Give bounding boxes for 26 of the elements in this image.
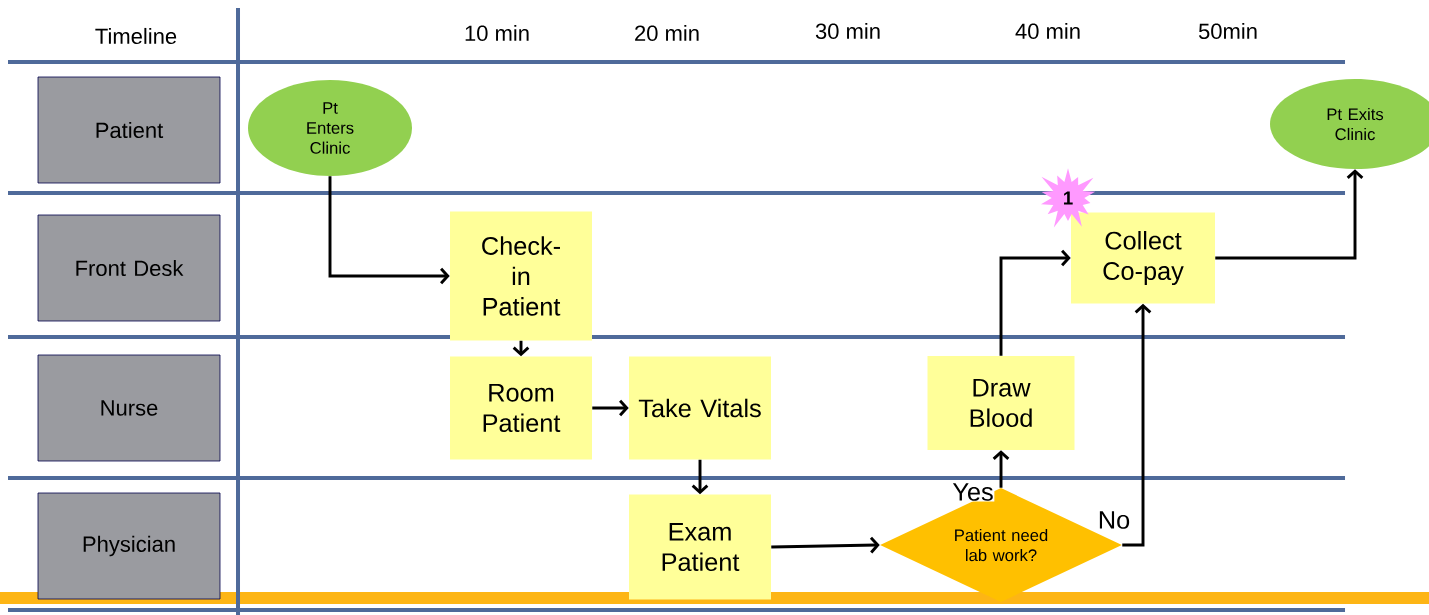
lane-header-box: Physician	[37, 492, 221, 600]
arrow	[691, 459, 709, 495]
arrow	[771, 536, 880, 554]
time-label: 50min	[1198, 22, 1257, 40]
arrow	[992, 450, 1010, 488]
lane-header-box: Patient	[37, 76, 221, 184]
lane-heading: Timeline	[95, 27, 177, 45]
process-box: Collect Co-pay	[1071, 212, 1215, 304]
arrow	[1215, 169, 1364, 260]
process-box: Exam Patient	[629, 494, 771, 600]
time-label: 10 min	[465, 24, 529, 42]
arrow	[999, 249, 1071, 356]
lane-header-box: Front Desk	[37, 214, 221, 322]
process-box: Check-in Patient	[450, 211, 592, 341]
process-box: Room Patient	[450, 356, 592, 460]
time-label: 30 min	[815, 22, 880, 40]
process-box: Take Vitals	[629, 356, 771, 460]
time-label: 20 min	[635, 24, 699, 42]
arrow	[328, 176, 450, 285]
lane-header-box: Nurse	[37, 354, 221, 462]
time-label: 40 min	[1015, 22, 1080, 40]
arrow	[1122, 303, 1152, 547]
arrow	[592, 399, 629, 417]
edge-label: Yes	[951, 482, 995, 502]
callout-starburst: 1	[1041, 168, 1096, 228]
process-box: Draw Blood	[927, 356, 1075, 450]
